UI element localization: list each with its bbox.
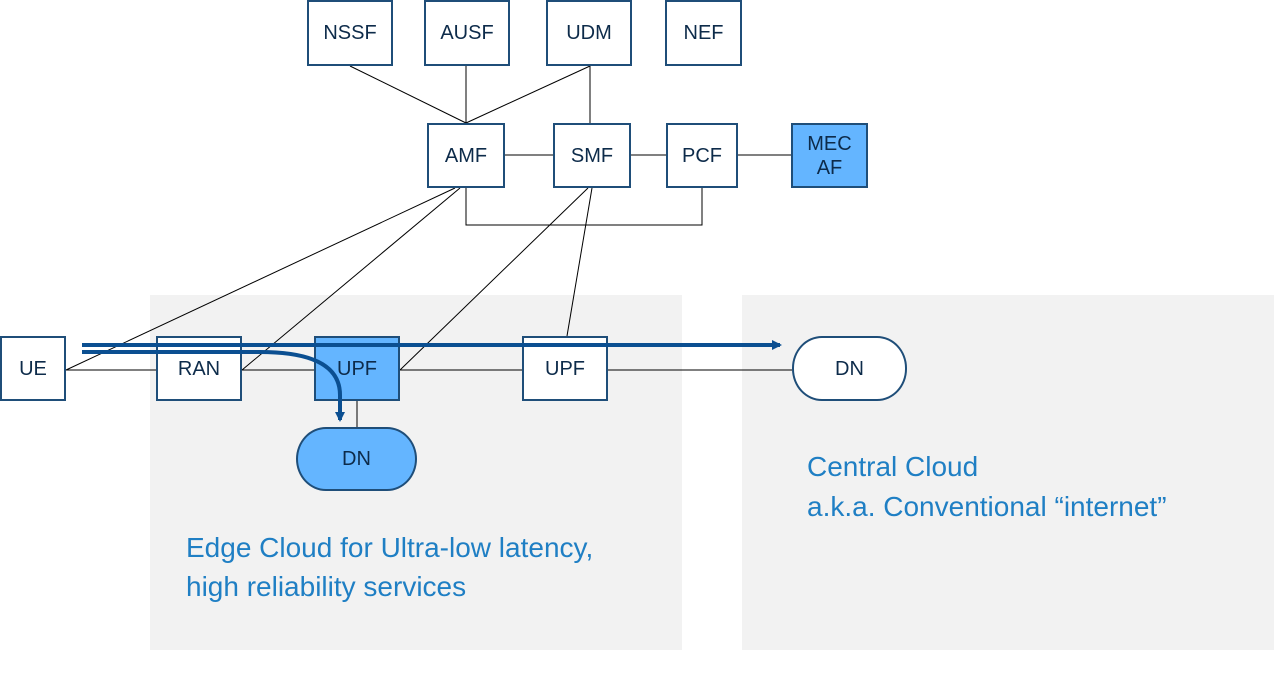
link-amf-ue: [65, 187, 456, 371]
edge-cloud-caption-line2: high reliability services: [186, 571, 467, 602]
link-amf-ran: [241, 187, 461, 371]
smf-node: SMF: [553, 123, 631, 188]
ue-node: UE: [0, 336, 66, 401]
link-smf-upf-edge: [399, 187, 589, 371]
dn-edge-node: DN: [296, 427, 417, 491]
ausf-node: AUSF: [424, 0, 510, 66]
link-nssf-amf: [349, 65, 467, 124]
edge-flow-arrow: [82, 350, 345, 422]
dn-central-node: DN: [792, 336, 907, 401]
udm-node: UDM: [546, 0, 632, 66]
link-amf-pcf: [465, 188, 703, 226]
link-udm-amf: [465, 65, 591, 124]
mec-af-node: MEC AF: [791, 123, 868, 188]
nef-node: NEF: [665, 0, 742, 66]
link-smf-upf-central: [566, 187, 593, 337]
central-cloud-caption-line1: Central Cloud: [807, 451, 979, 482]
pcf-node: PCF: [666, 123, 738, 188]
nssf-node: NSSF: [307, 0, 393, 66]
central-cloud-caption-line2: a.k.a. Conventional “internet”: [807, 491, 1167, 522]
edge-cloud-caption-line1: Edge Cloud for Ultra-low latency,: [186, 532, 594, 563]
amf-node: AMF: [427, 123, 505, 188]
